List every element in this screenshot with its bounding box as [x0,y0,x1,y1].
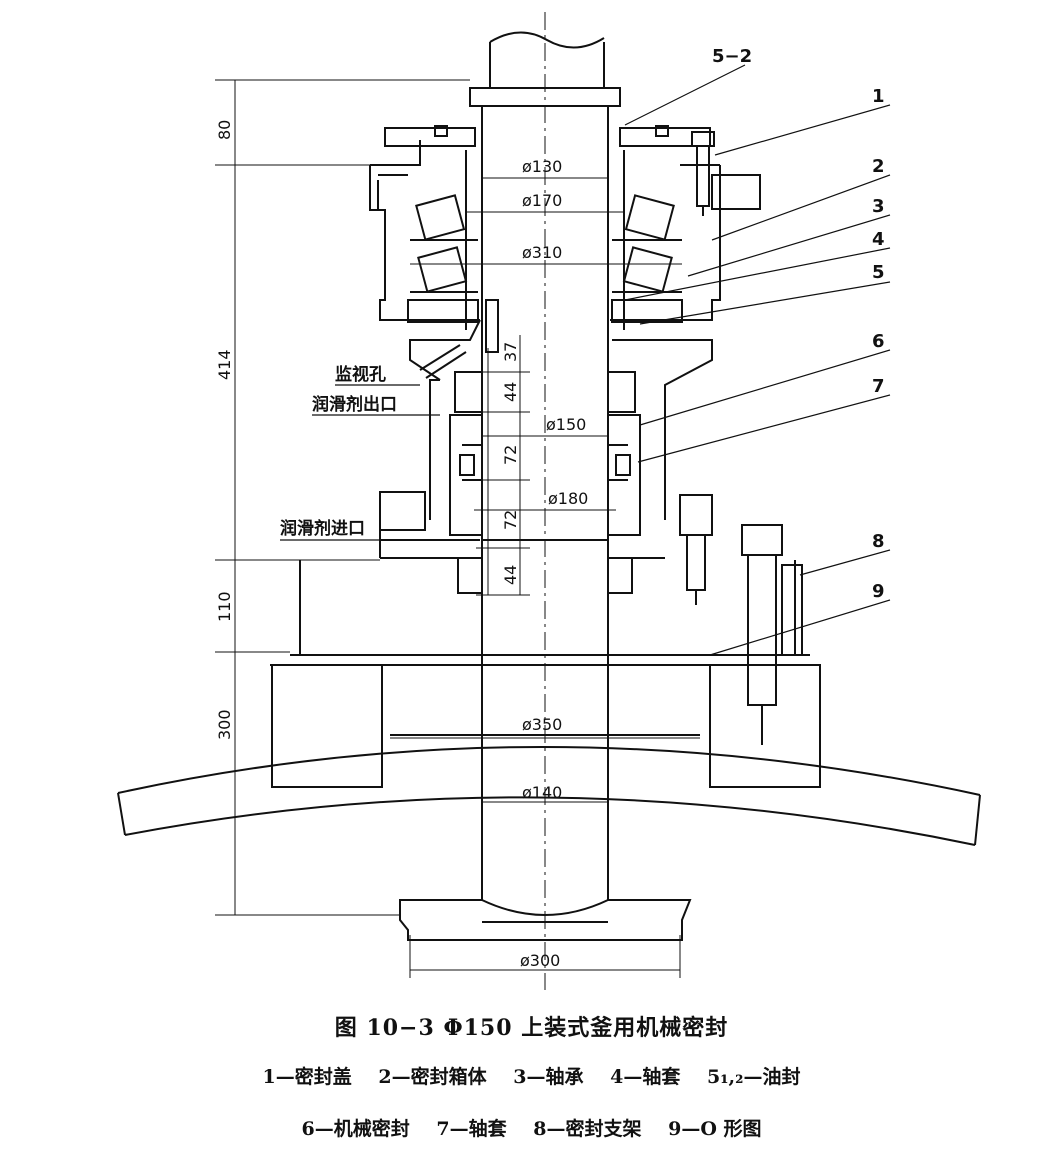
dim-d310: ø310 [522,243,562,262]
dim-d300: ø300 [520,951,560,970]
dim-d130: ø130 [522,157,562,176]
vessel-head [117,746,981,846]
callout-3: 3 [872,196,885,217]
dim-80: 80 [215,120,234,140]
legend-item: 8—密封支架 [533,1118,642,1140]
mechanical-seal-drawing: 5−2 1 2 3 4 5 6 7 8 9 监视孔 润滑剂出口 润滑剂进口 ø1… [117,12,981,990]
vessel-top-plate [270,654,821,788]
callout-5-2: 5−2 [712,46,752,67]
legend-item: 6—机械密封 [301,1118,410,1140]
callout-9: 9 [872,581,885,602]
callout-2: 2 [872,156,885,177]
shaft-top [469,31,621,107]
seal-support [299,524,803,745]
dim-110: 110 [215,591,234,622]
legend-item: 5₁,₂—油封 [706,1066,801,1088]
figure-title: 图 10−3 Φ150 上装式釜用机械密封 [334,1015,729,1041]
dim-d170: ø170 [522,191,562,210]
dim-d140: ø140 [522,783,562,802]
legend-item: 4—轴套 [610,1066,681,1088]
dim-72b: 72 [501,510,520,530]
dimension-lines [215,79,700,978]
legend-item: 1—密封盖 [262,1066,352,1088]
label-lube-inlet: 润滑剂进口 [280,518,365,539]
label-sight-hole: 监视孔 [335,364,386,385]
legend-item: 7—轴套 [436,1118,507,1140]
leader-lines [280,64,891,656]
label-lube-outlet: 润滑剂出口 [312,394,397,415]
dim-37: 37 [501,342,520,362]
bottom-hub [399,875,692,941]
dim-d350: ø350 [522,715,562,734]
base-flange [379,491,665,594]
legend-row-2: 6—机械密封 7—轴套 8—密封支架 9—O 形图 [0,1114,1063,1141]
mechanical-seal [449,371,641,536]
dim-72a: 72 [501,445,520,465]
callout-4: 4 [872,229,885,250]
bolt-right [679,494,713,605]
seal-cover [384,125,761,216]
callout-5: 5 [872,262,885,283]
legend-item: 2—密封箱体 [378,1066,487,1088]
dim-300: 300 [215,709,234,740]
bearing-housing [369,140,721,323]
dim-44a: 44 [501,382,520,402]
legend-item: 3—轴承 [513,1066,584,1088]
neck-taper [409,299,713,520]
dim-d150: ø150 [546,415,586,434]
callout-6: 6 [872,331,885,352]
dim-44b: 44 [501,565,520,585]
callout-1: 1 [872,86,885,107]
dim-414: 414 [215,349,234,380]
bearing-sleeve [465,150,625,330]
legend-item: 9—O 形图 [668,1118,762,1140]
callout-7: 7 [872,376,885,397]
legend-row-1: 1—密封盖 2—密封箱体 3—轴承 4—轴套 5₁,₂—油封 [0,1062,1063,1089]
dim-d180: ø180 [548,489,588,508]
callout-8: 8 [872,531,885,552]
